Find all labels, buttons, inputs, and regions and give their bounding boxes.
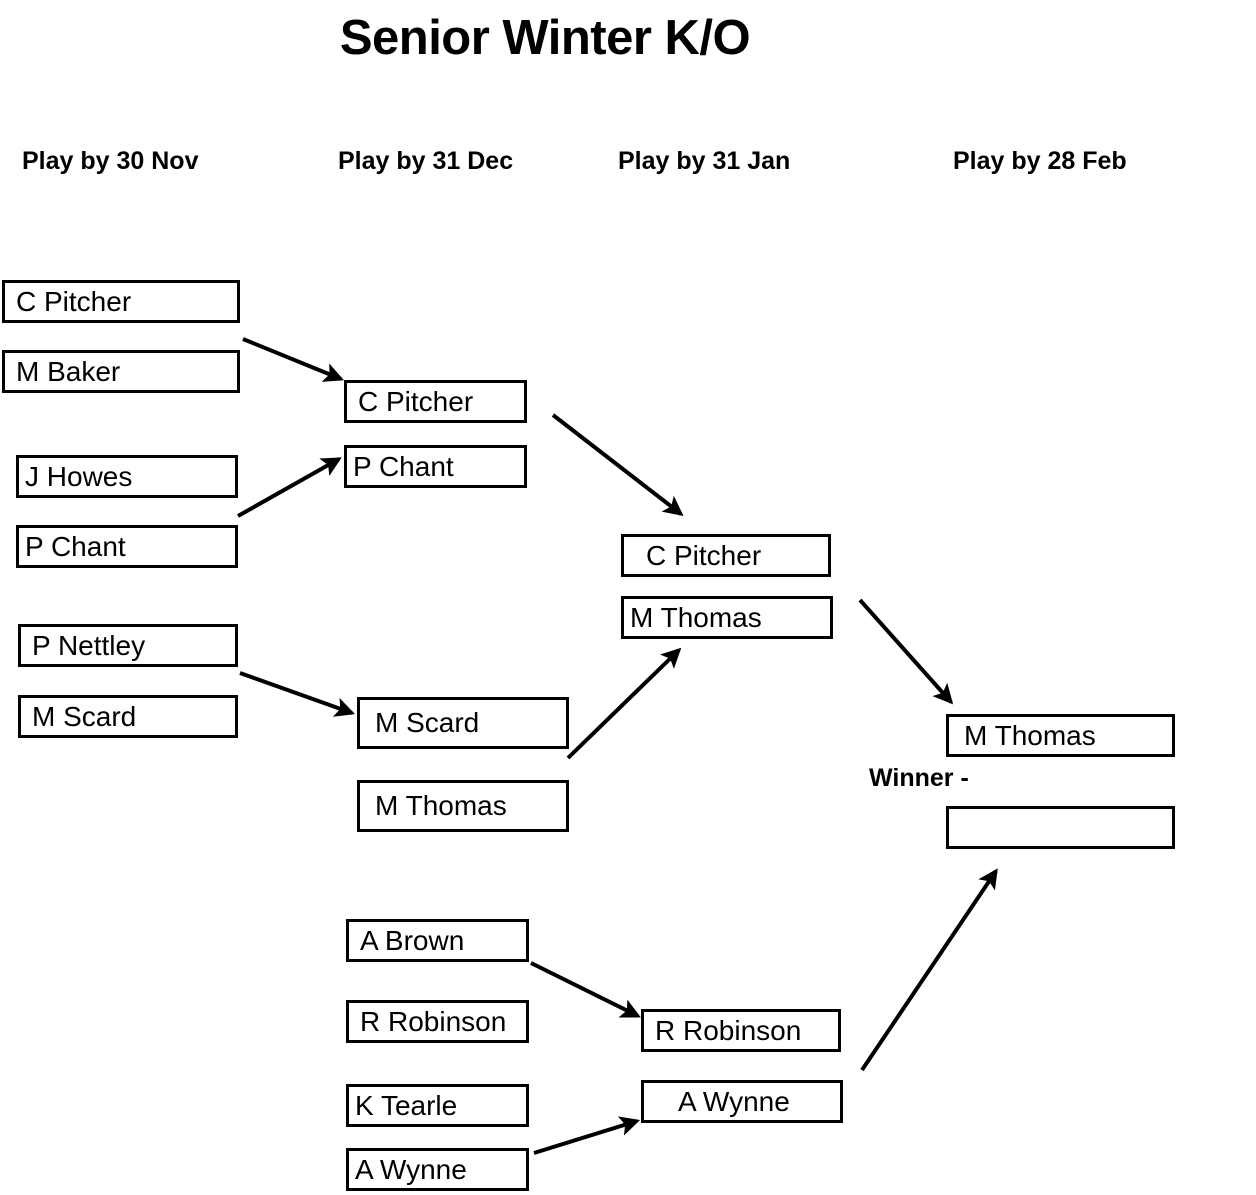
round1-slot-10[interactable]: A Wynne: [346, 1148, 529, 1191]
round3-slot-2-label: M Thomas: [630, 601, 762, 633]
round1-slot-6[interactable]: M Scard: [18, 695, 238, 738]
arrow-r2-top-to-r3: [551, 413, 684, 516]
round2-slot-1-label: C Pitcher: [358, 385, 474, 417]
round2-slot-5-label: R Robinson: [655, 1014, 802, 1046]
arrow-r1-pair3-to-r2: [239, 671, 356, 717]
round1-slot-4-label: P Chant: [25, 530, 126, 562]
round1-slot-8[interactable]: R Robinson: [346, 1000, 529, 1043]
round1-slot-4[interactable]: P Chant: [16, 525, 238, 568]
arrow-r1-pair1-to-r2: [242, 337, 344, 382]
arrow-r2-to-winner: [860, 868, 998, 1072]
arrow-r3-to-final: [858, 598, 954, 705]
arrow-r1-pair5-to-r2: [533, 1116, 641, 1155]
round2-slot-4[interactable]: M Thomas: [357, 780, 569, 832]
round-header-4: Play by 28 Feb: [953, 147, 1127, 175]
round2-slot-3[interactable]: M Scard: [357, 697, 569, 749]
round3-slot-2[interactable]: M Thomas: [621, 596, 833, 639]
round2-slot-6-label: A Wynne: [678, 1085, 790, 1117]
round1-slot-8-label: R Robinson: [360, 1005, 507, 1037]
arrow-r1-pair4-to-r2: [530, 961, 641, 1018]
round1-slot-2-label: M Baker: [16, 355, 121, 387]
round1-slot-2[interactable]: M Baker: [2, 350, 240, 393]
winner-box[interactable]: [946, 806, 1175, 849]
round2-slot-6[interactable]: A Wynne: [641, 1080, 843, 1123]
round1-slot-3-label: J Howes: [25, 460, 133, 492]
round2-slot-2[interactable]: P Chant: [344, 445, 527, 488]
round2-slot-3-label: M Scard: [375, 707, 480, 738]
round2-slot-1[interactable]: C Pitcher: [344, 380, 527, 423]
round3-slot-1[interactable]: C Pitcher: [621, 534, 831, 577]
round1-slot-7[interactable]: A Brown: [346, 919, 529, 962]
page-title: Senior Winter K/O: [339, 11, 751, 65]
final-slot-1-label: M Thomas: [964, 719, 1096, 751]
round-header-2: Play by 31 Dec: [338, 147, 514, 175]
arrow-r2-bot-to-r3: [566, 647, 682, 760]
round1-slot-7-label: A Brown: [360, 924, 465, 956]
round2-slot-5[interactable]: R Robinson: [641, 1009, 841, 1052]
round2-slot-2-label: P Chant: [353, 450, 454, 482]
round1-slot-5[interactable]: P Nettley: [18, 624, 238, 667]
round-header-1: Play by 30 Nov: [22, 147, 199, 175]
round3-slot-1-label: C Pitcher: [646, 539, 762, 571]
round2-slot-4-label: M Thomas: [375, 790, 507, 821]
round1-slot-1[interactable]: C Pitcher: [2, 280, 240, 323]
round1-slot-10-label: A Wynne: [355, 1153, 467, 1185]
round1-slot-6-label: M Scard: [32, 700, 137, 732]
round1-slot-3[interactable]: J Howes: [16, 455, 238, 498]
final-slot-1[interactable]: M Thomas: [946, 714, 1175, 757]
arrow-r1-pair2-to-r2: [237, 457, 342, 518]
winner-label: Winner -: [869, 764, 969, 792]
round1-slot-9[interactable]: K Tearle: [346, 1084, 529, 1127]
round1-slot-5-label: P Nettley: [32, 629, 146, 661]
round1-slot-1-label: C Pitcher: [16, 285, 132, 317]
round-header-3: Play by 31 Jan: [618, 147, 791, 175]
round1-slot-9-label: K Tearle: [355, 1089, 458, 1121]
